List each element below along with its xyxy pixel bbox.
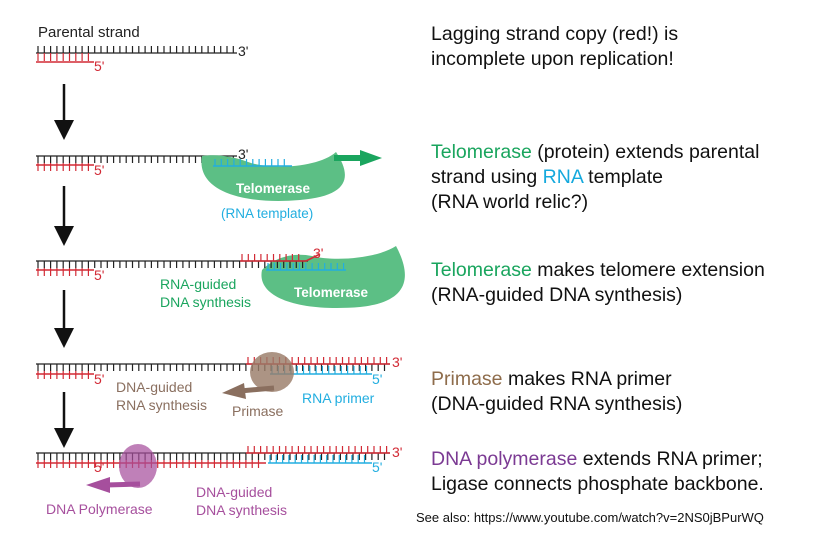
rna-term: RNA [542, 166, 583, 188]
step-2-line3: (RNA world relic?) [431, 191, 589, 213]
dna-guided-dna-label-line1: DNA-guided [196, 484, 272, 500]
extended-dna [246, 446, 390, 454]
parental-strand [36, 363, 390, 371]
step-1-line1: Lagging strand copy (red!) is [431, 23, 679, 45]
lagging-strand [36, 268, 94, 276]
step-2-line1: Telomerase (protein) extends parental [431, 140, 759, 165]
step-4-line1-text: makes RNA primer [502, 368, 672, 390]
dna-polymerase-term: DNA polymerase [431, 448, 578, 470]
five-prime-label: 5' [94, 459, 104, 475]
three-prime-label: 3' [238, 146, 248, 162]
parental-strand [36, 260, 308, 268]
rna-template [213, 159, 292, 167]
step-1-line2: incomplete upon replication! [431, 48, 674, 70]
primase-term: Primase [431, 368, 503, 390]
polymerase-direction-arrow [86, 477, 141, 493]
step-4-line2: (DNA-guided RNA synthesis) [431, 393, 683, 415]
three-prime-label: 3' [313, 245, 323, 261]
step-5-dna: 3' 5' 5' DNA Polymerase DNA-guided DNA s… [36, 444, 402, 518]
dna-guided-label-line2: RNA synthesis [116, 397, 207, 413]
rna-primer [268, 455, 372, 464]
step-3-line1-text: makes telomere extension [531, 259, 765, 281]
telomerase-term: Telomerase [431, 259, 532, 281]
telomerase-label: Telomerase [236, 181, 311, 196]
primase-enzyme [250, 352, 294, 392]
step-4-description: Primase makes RNA primer (DNA-guided RNA… [431, 367, 682, 417]
rna-primer-label: RNA primer [302, 390, 375, 406]
lagging-strand [36, 371, 94, 379]
dna-polymerase-label: DNA Polymerase [46, 501, 153, 517]
lagging-strand [36, 53, 94, 63]
three-prime-label: 3' [238, 43, 248, 59]
three-prime-label: 3' [392, 354, 402, 370]
step-2-line2-text-end: template [582, 166, 663, 188]
five-prime-label: 5' [94, 267, 104, 283]
extended-dna [240, 253, 321, 262]
five-prime-label: 5' [94, 371, 104, 387]
dna-guided-dna-label-line2: DNA synthesis [196, 502, 287, 518]
parental-strand [36, 46, 237, 54]
five-prime-label: 5' [94, 58, 104, 74]
see-also-link[interactable]: See also: https://www.youtube.com/watch?… [416, 510, 764, 525]
step-3-description: Telomerase makes telomere extension (RNA… [431, 258, 765, 308]
parental-strand-label: Parental strand [38, 24, 140, 41]
step-5-line1: DNA polymerase extends RNA primer; [431, 447, 764, 472]
step-2-line2-text: strand using [431, 166, 543, 188]
step-5-line1-text: extends RNA primer; [577, 448, 763, 470]
three-prime-label: 3' [392, 444, 402, 460]
telomerase-enzyme [201, 152, 345, 201]
telomerase-term: Telomerase [431, 141, 532, 163]
step-2-line2: strand using RNA template [431, 165, 759, 190]
step-2-line1-text: (protein) extends parental [531, 141, 760, 163]
step-2-dna: 3' 5' Telomerase (RNA template) [36, 146, 382, 221]
five-prime-label: 5' [372, 371, 382, 387]
lagging-strand [36, 163, 94, 171]
primase-label: Primase [232, 403, 284, 419]
parental-strand [36, 452, 390, 460]
dna-guided-label-line1: DNA-guided [116, 379, 192, 395]
telomerase-label: Telomerase [294, 285, 369, 300]
step-3-line1: Telomerase makes telomere extension [431, 258, 765, 283]
step-4-line1: Primase makes RNA primer [431, 367, 682, 392]
step-1-dna: Parental strand 3' 5' [36, 24, 248, 74]
step-4-dna: 3' 5' 5' DNA-guided RNA synthesis Primas… [36, 352, 402, 419]
five-prime-label: 5' [94, 162, 104, 178]
extension-arrow [334, 150, 382, 166]
dna-polymerase-enzyme [119, 444, 157, 488]
five-prime-label: 5' [372, 459, 382, 475]
step-1-description: Lagging strand copy (red!) is incomplete… [431, 22, 678, 72]
step-2-description: Telomerase (protein) extends parental st… [431, 140, 759, 215]
rna-template [266, 263, 346, 271]
primase-direction-arrow [222, 383, 275, 399]
rna-guided-label-line1: RNA-guided [160, 276, 236, 292]
step-5-description: DNA polymerase extends RNA primer; Ligas… [431, 447, 764, 497]
step-3-line2: (RNA-guided DNA synthesis) [431, 284, 683, 306]
rna-guided-label-line2: DNA synthesis [160, 294, 251, 310]
rna-template-label: (RNA template) [221, 206, 313, 221]
step-3-dna: 3' 5' Telomerase RNA-guided DNA synthesi… [36, 245, 405, 310]
step-5-line2: Ligase connects phosphate backbone. [431, 473, 764, 495]
